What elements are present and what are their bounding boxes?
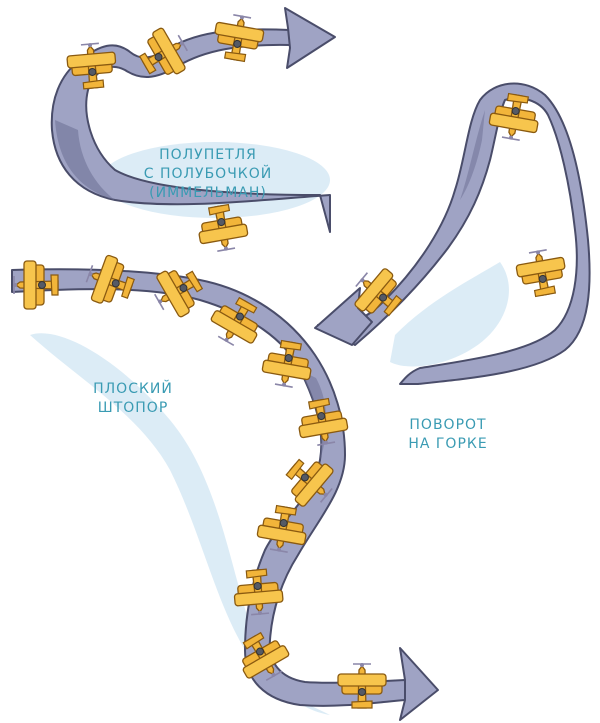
label-wingover-line-2: НА ГОРКЕ — [408, 436, 488, 452]
label-flat-spin-line-1: ПЛОСКИЙ — [93, 381, 173, 397]
spin-ribbon — [11, 268, 439, 721]
label-immelmann: ПОЛУПЕТЛЯ С ПОЛУБОЧКОЙ (ИММЕЛЬМАН) — [118, 146, 298, 203]
label-immelmann-line-3: (ИММЕЛЬМАН) — [149, 185, 267, 201]
label-flat-spin: ПЛОСКИЙ ШТОПОР — [78, 380, 188, 418]
arrow-head-icon — [284, 7, 336, 69]
arrow-head-icon — [399, 647, 439, 721]
label-flat-spin-line-2: ШТОПОР — [97, 400, 169, 416]
label-wingover-line-1: ПОВОРОТ — [409, 417, 487, 433]
shadow-wingover — [390, 262, 509, 367]
label-wingover: ПОВОРОТ НА ГОРКЕ — [393, 416, 503, 454]
label-immelmann-line-1: ПОЛУПЕТЛЯ — [159, 147, 257, 163]
label-immelmann-line-2: С ПОЛУБОЧКОЙ — [143, 166, 273, 182]
